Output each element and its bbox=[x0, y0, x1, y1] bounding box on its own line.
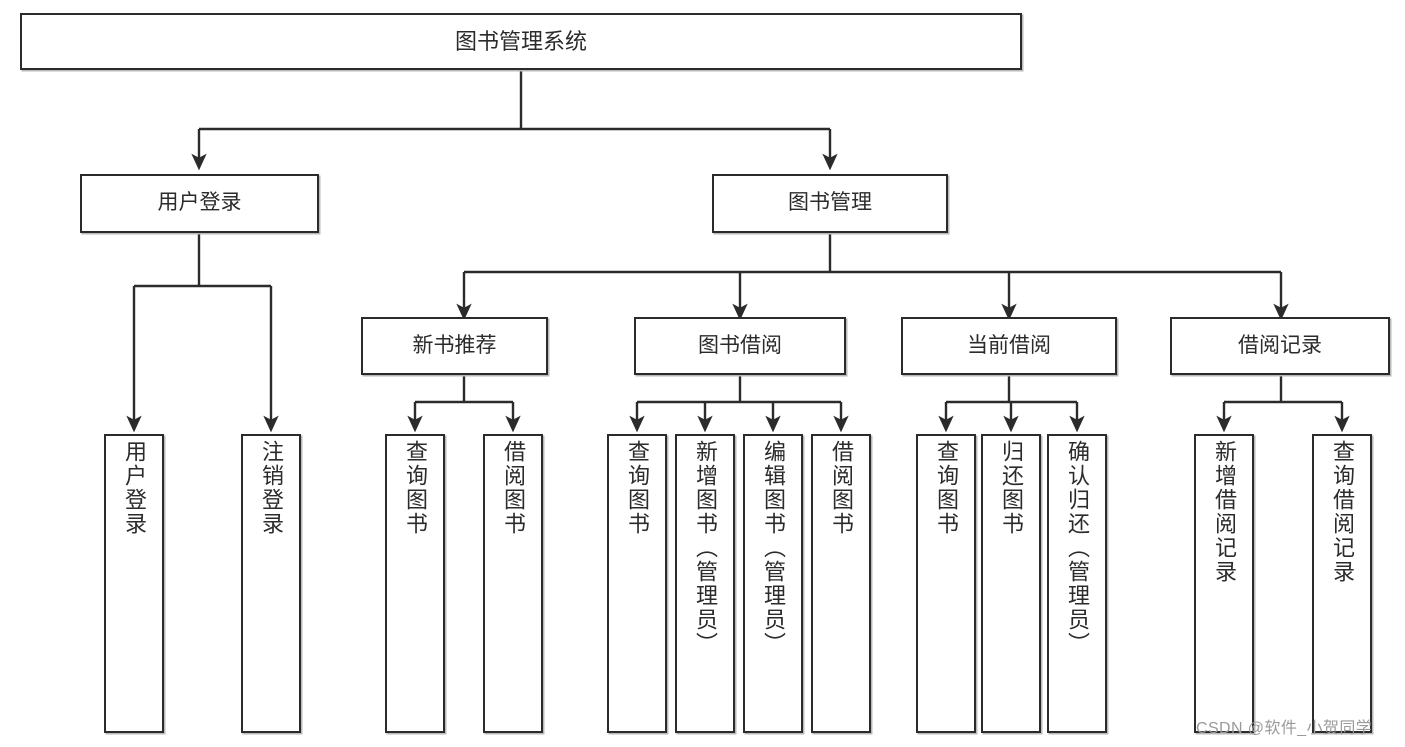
node-leaf-query-book-current[interactable]: 查询图书 bbox=[916, 434, 976, 733]
node-leaf-query-book-recommend[interactable]: 查询图书 bbox=[385, 434, 445, 733]
node-leaf-add-borrow-record[interactable]: 新增借阅记录 bbox=[1194, 434, 1254, 733]
node-label: 当前借阅 bbox=[967, 333, 1051, 357]
node-leaf-query-borrow-record[interactable]: 查询借阅记录 bbox=[1312, 434, 1372, 733]
node-label: 查询图书 bbox=[403, 440, 428, 536]
node-label: 用户登录 bbox=[122, 440, 147, 536]
node-label: 图书借阅 bbox=[698, 333, 782, 357]
node-root-book-management-system[interactable]: 图书管理系统 bbox=[20, 13, 1022, 70]
node-label: 借阅图书 bbox=[829, 440, 854, 536]
node-leaf-query-book[interactable]: 查询图书 bbox=[607, 434, 667, 733]
node-label: 图书管理系统 bbox=[454, 28, 587, 54]
node-leaf-edit-book-admin[interactable]: 编辑图书（管理员） bbox=[743, 434, 803, 733]
node-leaf-user-login[interactable]: 用户登录 bbox=[104, 434, 164, 733]
node-leaf-add-book-admin[interactable]: 新增图书（管理员） bbox=[675, 434, 735, 733]
node-leaf-return-book[interactable]: 归还图书 bbox=[981, 434, 1041, 733]
node-leaf-confirm-return-admin[interactable]: 确认归还（管理员） bbox=[1047, 434, 1107, 733]
node-label: 新增借阅记录 bbox=[1212, 440, 1237, 584]
node-book-borrow[interactable]: 图书借阅 bbox=[634, 317, 846, 375]
node-label: 查询借阅记录 bbox=[1330, 440, 1355, 584]
node-label: 注销登录 bbox=[259, 440, 284, 536]
node-label: 新增图书（管理员） bbox=[693, 440, 718, 656]
node-leaf-borrow-book-recommend[interactable]: 借阅图书 bbox=[483, 434, 543, 733]
node-label: 归还图书 bbox=[999, 440, 1024, 536]
node-leaf-borrow-book[interactable]: 借阅图书 bbox=[811, 434, 871, 733]
node-label: 用户登录 bbox=[157, 191, 242, 215]
node-leaf-logout[interactable]: 注销登录 bbox=[241, 434, 301, 733]
node-label: 编辑图书（管理员） bbox=[761, 440, 786, 656]
node-borrow-record[interactable]: 借阅记录 bbox=[1170, 317, 1390, 375]
node-label: 图书管理 bbox=[788, 191, 872, 215]
node-label: 查询图书 bbox=[625, 440, 650, 536]
node-current-borrow[interactable]: 当前借阅 bbox=[901, 317, 1117, 375]
node-label: 借阅记录 bbox=[1238, 333, 1322, 357]
watermark-text: CSDN @软件_小贺同学 bbox=[1196, 720, 1373, 737]
node-label: 确认归还（管理员） bbox=[1065, 440, 1090, 656]
node-book-management[interactable]: 图书管理 bbox=[712, 174, 948, 233]
node-label: 查询图书 bbox=[934, 440, 959, 536]
node-new-book-recommend[interactable]: 新书推荐 bbox=[361, 317, 548, 375]
node-label: 借阅图书 bbox=[501, 440, 526, 536]
node-user-login[interactable]: 用户登录 bbox=[80, 174, 319, 233]
node-label: 新书推荐 bbox=[412, 333, 497, 357]
